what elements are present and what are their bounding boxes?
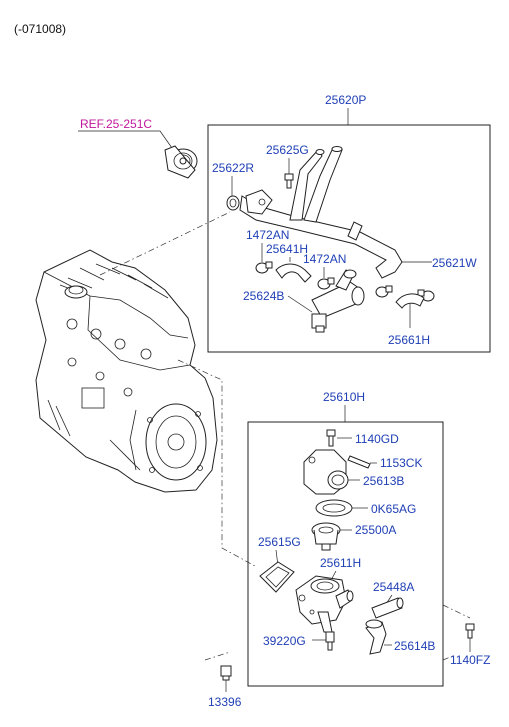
elbow-fitting-25614B [365, 619, 387, 655]
gasket-25615G [259, 561, 295, 593]
label-25614B[interactable]: 25614B [394, 639, 435, 653]
label-25500A[interactable]: 25500A [355, 523, 396, 537]
label-25661H[interactable]: 25661H [388, 333, 430, 347]
bolt-25625G [284, 173, 294, 189]
leader-13396 [204, 651, 231, 661]
label-25615G[interactable]: 25615G [258, 535, 301, 549]
label-25611H[interactable]: 25611H [320, 556, 361, 570]
water-pump-reference [164, 145, 198, 179]
thermostat-housing-25611H [295, 575, 354, 633]
label-1153CK[interactable]: 1153CK [380, 456, 422, 470]
ref-leader [78, 130, 173, 149]
label-0K65AG[interactable]: 0K65AG [371, 502, 416, 516]
group-title-25610H[interactable]: 25610H [323, 390, 365, 404]
leader-engine-to-housing [177, 359, 256, 567]
hose-25641H [275, 263, 312, 283]
gasket-0K65AG [315, 499, 353, 517]
label-1472AN-left[interactable]: 1472AN [246, 228, 289, 242]
bolt-1140GD [326, 429, 336, 447]
label-13396[interactable]: 13396 [208, 695, 242, 709]
label-25624B[interactable]: 25624B [243, 289, 284, 303]
label-25622R[interactable]: 25622R [212, 161, 254, 175]
group-box-25610H [247, 421, 444, 687]
hose-25661H [395, 293, 425, 309]
label-1140FZ[interactable]: 1140FZ [450, 653, 490, 667]
bolt-1140FZ [465, 623, 475, 639]
pipe-25448A [371, 597, 404, 619]
water-pipe-25621W [239, 146, 403, 279]
group-box-25620P [207, 124, 491, 353]
label-25448A[interactable]: 25448A [373, 580, 414, 594]
ref-label[interactable]: REF.25-251C [80, 117, 152, 131]
label-25625G[interactable]: 25625G [266, 143, 309, 157]
bypass-fitting-25624B [311, 269, 365, 333]
label-25641H[interactable]: 25641H [266, 242, 308, 256]
stud-1153CK [347, 455, 371, 469]
leader-1140FZ-a [442, 604, 471, 619]
hose-clamp-1472AN-right [317, 277, 335, 290]
group-title-25620P[interactable]: 25620P [325, 93, 366, 107]
thermostat-25500A [311, 522, 341, 551]
label-25613B[interactable]: 25613B [363, 474, 404, 488]
hose-clamp-1472AN-left [255, 261, 273, 274]
leader-engine-to-pipe [99, 211, 231, 276]
label-39220G[interactable]: 39220G [263, 634, 306, 648]
leader-1140FZ-b [442, 654, 456, 661]
engine-block [35, 249, 218, 493]
diagram-code: (-071008) [14, 22, 66, 36]
label-1472AN-right[interactable]: 1472AN [303, 252, 346, 266]
gasket-25622R [226, 195, 240, 211]
temperature-sensor-39220G [325, 631, 335, 651]
label-1140GD[interactable]: 1140GD [355, 432, 399, 446]
label-25621W[interactable]: 25621W [432, 256, 477, 270]
nut-13396 [220, 665, 232, 681]
thermostat-cover-25613B [303, 449, 349, 495]
hose-clamp-small [375, 285, 435, 302]
